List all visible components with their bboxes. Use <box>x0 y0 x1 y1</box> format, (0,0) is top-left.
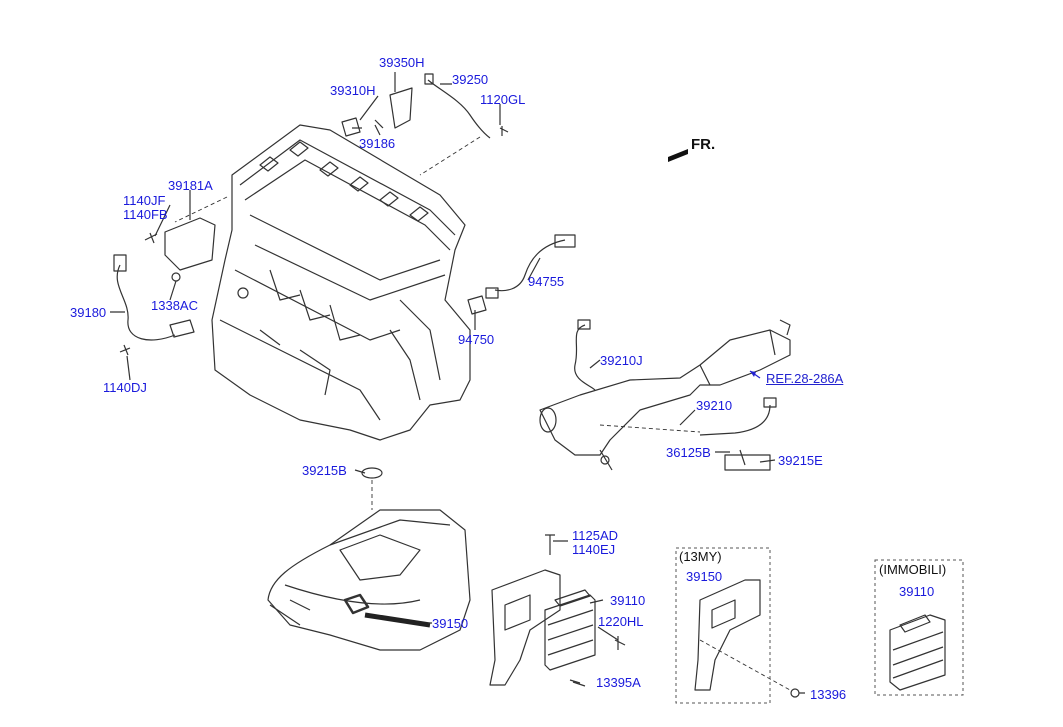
label-13396: 13396 <box>810 687 847 702</box>
immobili-box-title: (IMMOBILI) <box>879 562 947 577</box>
label-39180: 39180 <box>70 305 107 320</box>
reference-link[interactable]: REF.28-286A <box>766 371 844 386</box>
engine-assembly <box>211 124 471 441</box>
label-39150: 39150 <box>432 616 469 631</box>
label-39110-immobili: 39110 <box>899 584 935 599</box>
crankshaft-sensor <box>113 254 195 341</box>
label-94750: 94750 <box>458 332 495 347</box>
label-39250: 39250 <box>452 72 489 87</box>
label-39215E: 39215E <box>778 453 823 468</box>
label-1120GL: 1120GL <box>480 92 526 107</box>
label-1140JF: 1140JF <box>123 193 166 208</box>
sensor-cover <box>164 217 216 271</box>
label-39310H: 39310H <box>330 83 376 98</box>
vehicle-outline <box>267 509 471 651</box>
immobili-box <box>874 559 964 696</box>
label-39210J: 39210J <box>600 353 643 368</box>
label-39181A: 39181A <box>168 178 213 193</box>
label-1338AC: 1338AC <box>151 298 198 313</box>
oxygen-sensor-wire <box>427 79 491 139</box>
my13-box <box>675 547 771 704</box>
exhaust-system <box>539 319 791 471</box>
label-39215B: 39215B <box>302 463 347 478</box>
my13-box-title: (13MY) <box>679 549 722 564</box>
ecu <box>544 589 596 671</box>
label-39186: 39186 <box>359 136 396 151</box>
label-1140FB: 1140FB <box>123 207 168 222</box>
label-39150-13my: 39150 <box>686 569 723 584</box>
label-39210: 39210 <box>696 398 733 413</box>
label-1140DJ: 1140DJ <box>103 380 147 395</box>
label-1140EJ: 1140EJ <box>572 542 616 557</box>
label-1220HL: 1220HL <box>598 614 644 629</box>
label-1125AD: 1125AD <box>572 528 619 543</box>
label-13395A: 13395A <box>596 675 641 690</box>
label-94755: 94755 <box>528 274 565 289</box>
label-36125B: 36125B <box>666 445 711 460</box>
front-direction-label: FR. <box>691 136 716 153</box>
label-39350H: 39350H <box>379 55 425 70</box>
label-39110: 39110 <box>610 593 646 608</box>
